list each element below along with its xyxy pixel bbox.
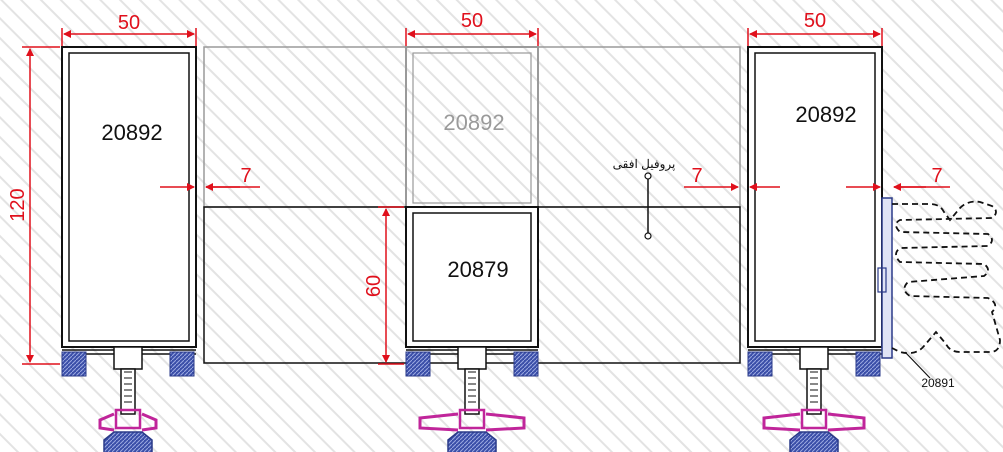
side-part-code: 20891 [921, 376, 955, 390]
dim-right-width: 50 [804, 10, 826, 32]
right-profile-code: 20892 [795, 102, 856, 127]
horizontal-profile-label: پروفیل افقی [613, 157, 676, 171]
dim-gap-center: 7 [691, 165, 702, 187]
side-part-dashed [891, 200, 1001, 355]
center-transom-profile: 20879 [405, 206, 539, 452]
dim-gap-left: 7 [240, 165, 251, 187]
left-mullion: 20892 [61, 46, 197, 452]
right-mullion: 20892 [747, 46, 893, 452]
dim-height-main: 120 [7, 188, 29, 221]
left-profile-code: 20892 [101, 120, 162, 145]
horizontal-profile-callout: پروفیل افقی [613, 157, 676, 240]
dim-center-width: 50 [461, 10, 483, 32]
center-ghost-code: 20892 [443, 110, 504, 135]
dimension-lines [22, 28, 950, 365]
dim-left-width: 50 [118, 12, 140, 34]
dim-gap-right: 7 [931, 165, 942, 187]
dim-height-transom: 60 [363, 275, 385, 297]
center-transom-code: 20879 [447, 257, 508, 282]
